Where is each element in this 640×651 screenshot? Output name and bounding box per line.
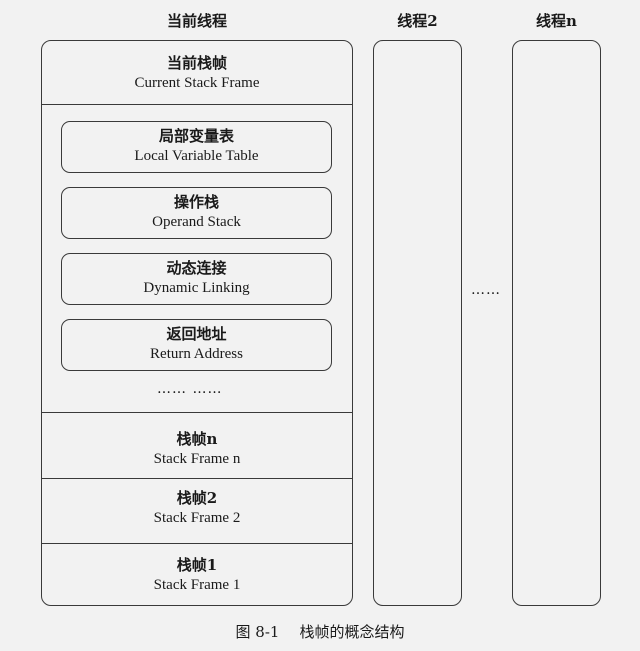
current-stack-frame-label: 当前栈帧 Current Stack Frame	[42, 53, 352, 93]
figure-caption: 图 8-1 栈帧的概念结构	[0, 621, 640, 642]
stack-frame-n-cn: 栈帧n	[176, 430, 218, 448]
dynamic-linking-en: Dynamic Linking	[143, 280, 250, 296]
figure-title: 栈帧的概念结构	[299, 623, 405, 641]
return-address-cn: 返回地址	[166, 325, 227, 343]
thread-2-stack	[373, 40, 462, 606]
stack-frame-n-label: 栈帧n Stack Frame n	[42, 429, 352, 469]
stack-frame-2-cn: 栈帧2	[176, 489, 218, 507]
current-thread-title: 当前线程	[166, 12, 227, 30]
current-thread-stack: 当前栈帧 Current Stack Frame 局部变量表 Local Var…	[41, 40, 353, 606]
divider	[42, 478, 352, 479]
thread-2-title: 线程2	[397, 12, 438, 30]
local-variable-table-cn: 局部变量表	[158, 127, 234, 145]
figure-number: 图 8-1	[235, 623, 280, 641]
frame-parts-ellipsis: …… ……	[157, 381, 223, 397]
threads-ellipsis: ……	[471, 282, 501, 298]
current-stack-frame-en: Current Stack Frame	[134, 75, 260, 91]
stack-frame-2-en: Stack Frame 2	[153, 510, 241, 526]
thread-n-stack	[512, 40, 601, 606]
stack-frame-2-label: 栈帧2 Stack Frame 2	[42, 488, 352, 528]
dynamic-linking-cn: 动态连接	[166, 259, 227, 277]
divider	[42, 412, 352, 413]
current-stack-frame-cn: 当前栈帧	[166, 54, 227, 72]
operand-stack-en: Operand Stack	[152, 214, 241, 230]
dynamic-linking-box: 动态连接 Dynamic Linking	[61, 253, 332, 305]
stack-frame-n-en: Stack Frame n	[153, 451, 241, 467]
thread-n-title: 线程n	[536, 12, 577, 30]
local-variable-table-box: 局部变量表 Local Variable Table	[61, 121, 332, 173]
divider	[42, 543, 352, 544]
stack-frame-1-en: Stack Frame 1	[153, 577, 241, 593]
divider	[42, 104, 352, 105]
stack-frame-1-cn: 栈帧1	[176, 556, 218, 574]
stack-frame-1-label: 栈帧1 Stack Frame 1	[42, 555, 352, 595]
local-variable-table-en: Local Variable Table	[134, 148, 259, 164]
return-address-box: 返回地址 Return Address	[61, 319, 332, 371]
return-address-en: Return Address	[150, 346, 243, 362]
operand-stack-cn: 操作栈	[173, 193, 219, 211]
operand-stack-box: 操作栈 Operand Stack	[61, 187, 332, 239]
